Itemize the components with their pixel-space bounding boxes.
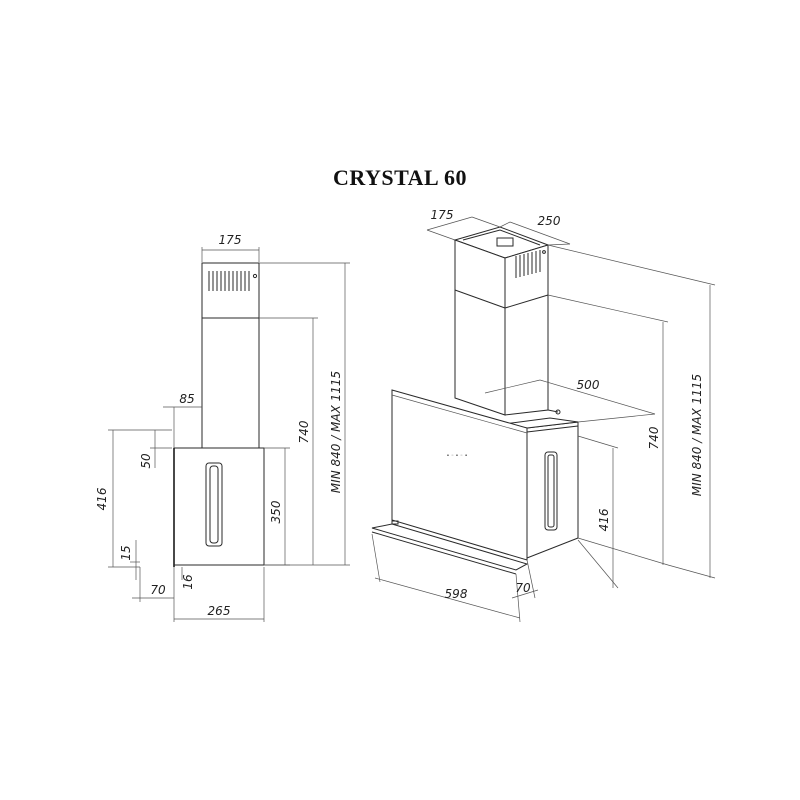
side-vent-slots [208,271,258,291]
dim-side-chimney-width: 175 [219,233,242,247]
iso-view: • ◦ • ◦ • 175 250 500 740 MIN 840 / MAX … [371,208,716,623]
dim-side-chimney-height: 740 [297,420,311,443]
dim-iso-hood-depth: 500 [577,378,600,392]
dim-iso-chimney-width: 250 [538,214,561,228]
dim-side-height-range: MIN 840 / MAX 1115 [329,371,343,493]
side-handle-slot [205,462,223,547]
dim-side-total-height: 416 [95,487,109,510]
dim-side-top-to-panel: 50 [139,453,153,469]
dim-side-bottom-gap: 15 [119,545,133,560]
dim-iso-height-range: MIN 840 / MAX 1115 [690,374,704,496]
dim-side-base-depth: 70 [150,583,166,597]
dim-iso-base-depth: 70 [515,581,531,595]
iso-control-buttons: • ◦ • ◦ • [446,453,467,459]
dim-iso-width: 598 [445,587,468,601]
dim-iso-body-height: 416 [597,508,611,531]
iso-chimney-left [454,239,506,416]
iso-handle-slot [544,451,558,531]
iso-chimney-right [504,244,549,416]
dim-side-panel-height: 350 [269,500,283,523]
dim-iso-chimney-height: 740 [647,426,661,449]
side-chimney [201,262,260,449]
drawing-title: CRYSTAL 60 [332,165,467,190]
iso-bottom-lip [371,523,529,571]
side-view: 175 85 50 416 15 70 16 265 350 [95,233,350,622]
dim-iso-chimney-depth: 175 [431,208,454,222]
dim-side-wall-offset: 85 [179,392,194,406]
dim-side-lip: 16 [181,574,195,590]
dim-side-overall-depth: 265 [208,604,231,618]
iso-vent-slots [515,250,546,278]
